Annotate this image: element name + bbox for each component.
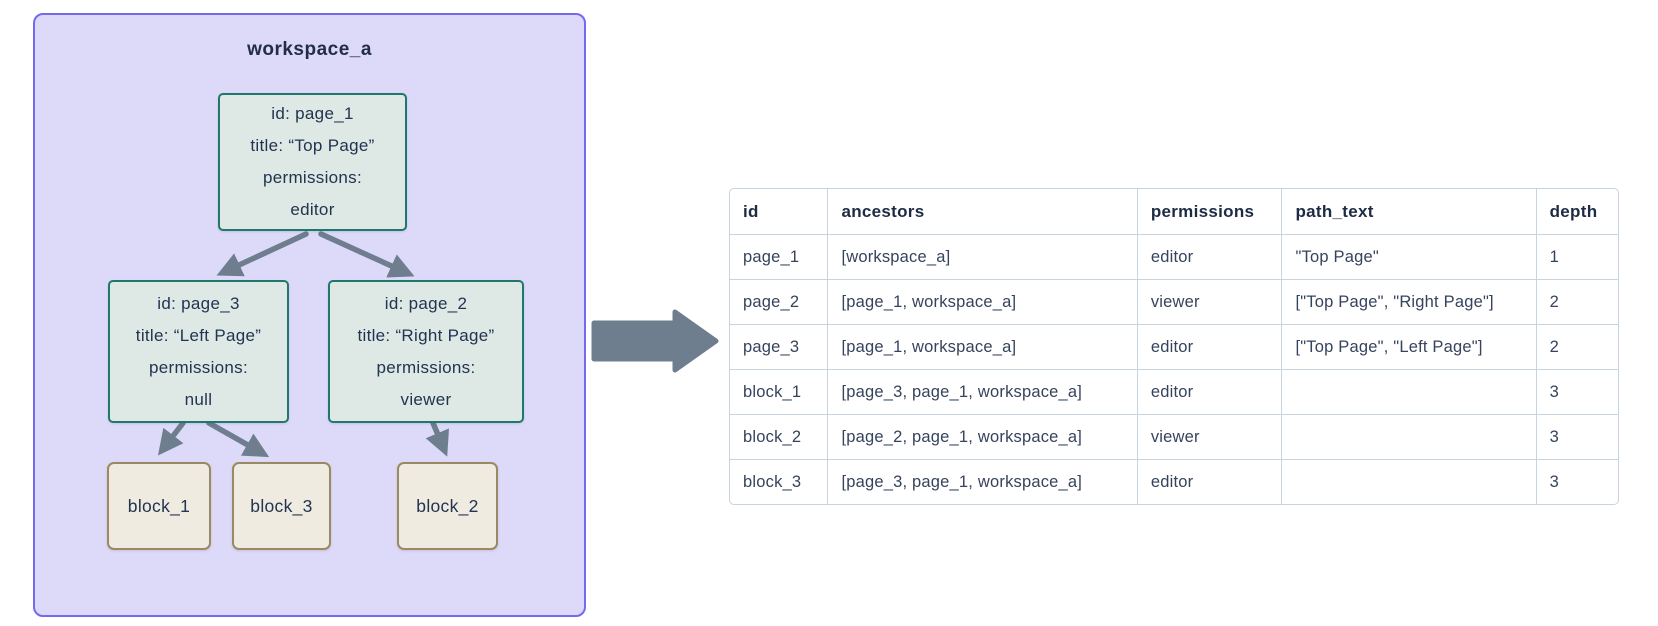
cell-depth: 3	[1549, 472, 1559, 491]
page-node-page-2: id: page_2 title: “Right Page” permissio…	[328, 280, 524, 423]
edge-page2-to-block2-arrow	[425, 420, 450, 457]
table-header-depth: depth	[1536, 189, 1618, 235]
cell-ancestors: [page_2, page_1, workspace_a]	[828, 415, 1138, 460]
cell-id: page_2	[730, 280, 829, 325]
cell-ancestors: [page_1, workspace_a]	[828, 325, 1138, 370]
cell-depth: 1	[1536, 235, 1618, 280]
block-label: block_2	[416, 495, 479, 516]
cell-path-text: ["Top Page", "Left Page"]	[1282, 325, 1537, 370]
node-permissions-label: permissions:	[262, 168, 363, 187]
cell-permissions: editor	[1138, 460, 1283, 504]
flow-right-arrow-icon	[591, 309, 719, 373]
cell-path-text	[1282, 415, 1537, 460]
cell-id: block_3	[730, 460, 829, 504]
cell-permissions: editor	[1137, 370, 1283, 415]
table-header-ancestors: ancestors	[828, 189, 1138, 235]
table-header-id: id	[730, 189, 829, 235]
node-permissions-label: permissions:	[376, 357, 476, 377]
workspace-container: workspace_a id: page_1 title: “Top Page”…	[33, 13, 586, 617]
workspace-title: workspace_a	[247, 39, 372, 60]
table-row-page-1: page_1 [workspace_a] editor "Top Page" 1	[730, 235, 1618, 280]
cell-path-text	[1282, 460, 1537, 504]
node-title-line: title: “Top Page”	[250, 136, 375, 155]
table-row-block-2: block_2 [page_2, page_1, workspace_a] vi…	[730, 415, 1618, 460]
page-node-page-3: id: page_3 title: “Left Page” permission…	[108, 280, 289, 423]
node-permissions-value: null	[184, 389, 213, 409]
flow-right-arrow-shape	[591, 309, 719, 373]
block-node-block-3: block_3	[232, 462, 331, 550]
table-row-page-2: page_2 [page_1, workspace_a] viewer ["To…	[730, 280, 1618, 325]
cell-ancestors: [page_1, workspace_a]	[828, 280, 1138, 325]
cell-path-text	[1282, 370, 1537, 415]
node-title-line: title: “Right Page”	[357, 325, 495, 345]
cell-depth: 3	[1536, 370, 1618, 415]
block-node-block-1: block_1	[107, 462, 211, 550]
cell-permissions: viewer	[1137, 415, 1283, 460]
block-node-block-2: block_2	[397, 462, 498, 550]
cell-ancestors: [workspace_a]	[828, 235, 1138, 280]
table-row-block-3: block_3 [page_3, page_1, workspace_a] ed…	[730, 460, 1618, 504]
results-table: id ancestors permissions path_text depth…	[730, 189, 1618, 504]
cell-id: page_1	[730, 235, 829, 280]
node-title-line: title: “Left Page”	[135, 325, 262, 345]
block-label: block_3	[250, 495, 313, 516]
cell-id: page_3	[730, 325, 829, 370]
node-permissions-label: permissions:	[148, 357, 249, 377]
node-permissions-value: viewer	[400, 389, 452, 409]
table-header-path-text: path_text	[1282, 189, 1537, 235]
cell-ancestors: [page_3, page_1, workspace_a]	[828, 370, 1138, 415]
table-row-block-1: block_1 [page_3, page_1, workspace_a] ed…	[730, 370, 1618, 415]
node-id-line: id: page_1	[271, 104, 354, 123]
edge-page3-to-block3-arrow	[206, 420, 270, 458]
edge-page1-to-page2-arrow	[318, 231, 415, 278]
table-header-row: id ancestors permissions path_text depth	[730, 189, 1618, 235]
cell-permissions: viewer	[1137, 280, 1283, 325]
table-row-page-3: page_3 [page_1, workspace_a] editor ["To…	[730, 325, 1618, 370]
cell-path-text: "Top Page"	[1282, 235, 1537, 280]
cell-depth: 2	[1536, 325, 1618, 370]
edge-page3-to-block1-arrow	[157, 420, 186, 456]
cell-id: block_1	[730, 370, 829, 415]
node-id-line: id: page_3	[157, 293, 240, 313]
node-permissions-value: editor	[290, 200, 335, 219]
cell-path-text: ["Top Page", "Right Page"]	[1282, 280, 1537, 325]
cell-ancestors: [page_3, page_1, workspace_a]	[828, 460, 1138, 504]
cell-depth: 2	[1536, 280, 1618, 325]
cell-permissions: editor	[1137, 235, 1283, 280]
block-label: block_1	[127, 495, 191, 516]
cell-id: block_2	[730, 415, 829, 460]
page-node-page-1: id: page_1 title: “Top Page” permissions…	[218, 93, 407, 231]
edge-page1-to-page3-arrow	[216, 231, 309, 277]
table-header-permissions: permissions	[1137, 189, 1283, 235]
node-id-line: id: page_2	[384, 293, 468, 313]
cell-depth: 3	[1536, 415, 1618, 460]
cell-permissions: editor	[1137, 325, 1283, 370]
results-table-container: id ancestors permissions path_text depth…	[729, 188, 1619, 505]
